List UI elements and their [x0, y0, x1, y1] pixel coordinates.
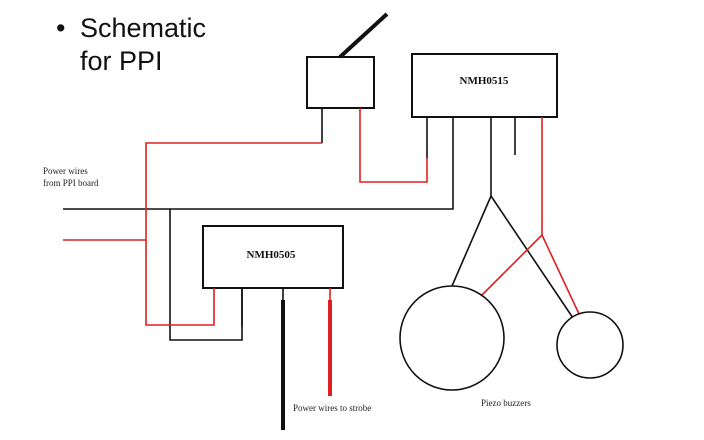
wire-switch-to-nmh0515 — [359, 108, 428, 183]
black-wires — [63, 108, 574, 341]
converter-nmh0505-label: NMH0505 — [247, 249, 296, 261]
slide-title: • Schematic for PPI — [56, 12, 206, 78]
wire-red-to-nmh0505 — [145, 240, 215, 326]
strobe-label: Power wires to strobe — [293, 403, 371, 413]
wire-power-in-black — [63, 117, 454, 210]
piezo-buzzer-large — [399, 285, 505, 391]
buzzers-label: Piezo buzzers — [481, 398, 531, 408]
wire-power-in-red — [63, 142, 322, 241]
power-input-label-line2: from PPI board — [43, 178, 99, 188]
title-line-2: for PPI — [80, 46, 163, 76]
wire-buzzer-small-red — [541, 234, 581, 317]
converter-nmh0515-box — [411, 53, 558, 118]
piezo-buzzer-small — [556, 311, 624, 379]
switch-lever — [338, 12, 389, 59]
wire-buzzer-large-red — [480, 234, 543, 297]
converter-nmh0505-box — [202, 225, 344, 289]
power-input-label-line1: Power wires — [43, 166, 88, 176]
bullet-point: • — [56, 13, 66, 43]
wire-buzzer-small-black — [490, 195, 574, 319]
switch-body — [306, 56, 375, 109]
converter-nmh0515-label: NMH0515 — [460, 75, 509, 87]
title-line-1: Schematic — [80, 13, 207, 43]
red-wires — [63, 108, 581, 326]
wire-buzzer-large-black — [451, 195, 492, 287]
